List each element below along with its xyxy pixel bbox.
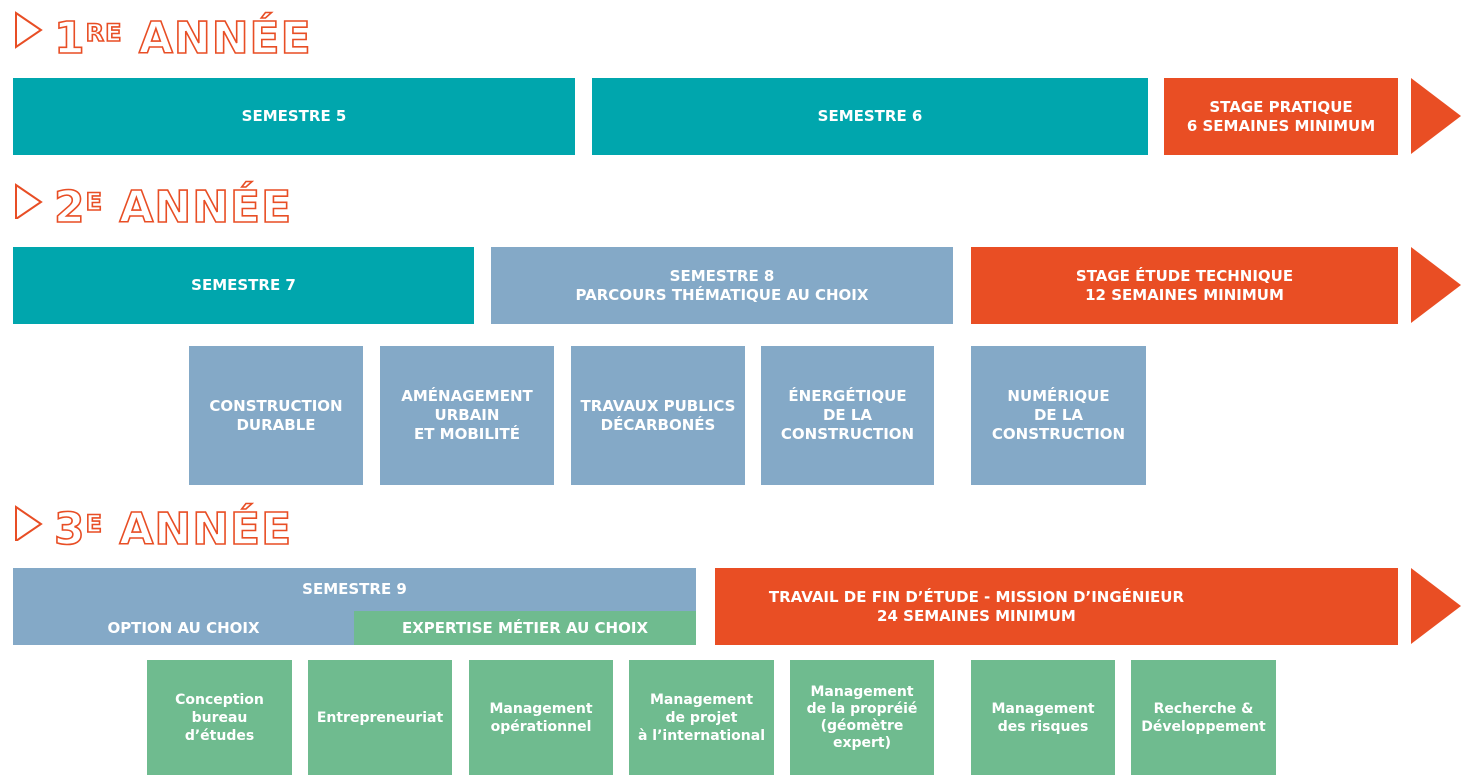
- stage-etude-technique-block: STAGE ÉTUDE TECHNIQUE 12 SEMAINES MINIMU…: [971, 247, 1398, 324]
- year-2-title: 2E ANNÉE: [53, 181, 293, 234]
- semestre-6-block: SEMESTRE 6: [592, 78, 1148, 155]
- play-triangle-icon: [15, 11, 43, 49]
- option-entrepreneuriat: Entrepreneuriat: [308, 660, 452, 775]
- play-triangle-icon: [15, 505, 43, 541]
- semestre-5-block: SEMESTRE 5: [13, 78, 575, 155]
- expertise-metier-label: EXPERTISE MÉTIER AU CHOIX: [354, 611, 696, 645]
- arrow-right-icon: [1411, 78, 1461, 154]
- semestre-8-block: SEMESTRE 8 PARCOURS THÉMATIQUE AU CHOIX: [491, 247, 953, 324]
- play-triangle-icon: [15, 183, 43, 219]
- stage-pratique-block: STAGE PRATIQUE 6 SEMAINES MINIMUM: [1164, 78, 1398, 155]
- year-3-title: 3E ANNÉE: [53, 503, 293, 556]
- year-1-title: 1RE ANNÉE: [53, 12, 312, 65]
- arrow-right-icon: [1411, 247, 1461, 323]
- option-au-choix-label: OPTION AU CHOIX: [107, 619, 260, 637]
- tfe-block: TRAVAIL DE FIN D’ÉTUDE - MISSION D’INGÉN…: [715, 568, 1398, 645]
- semestre-7-block: SEMESTRE 7: [13, 247, 474, 324]
- arrow-right-icon: [1411, 568, 1461, 644]
- option-recherche-developpement: Recherche &Développement: [1131, 660, 1276, 775]
